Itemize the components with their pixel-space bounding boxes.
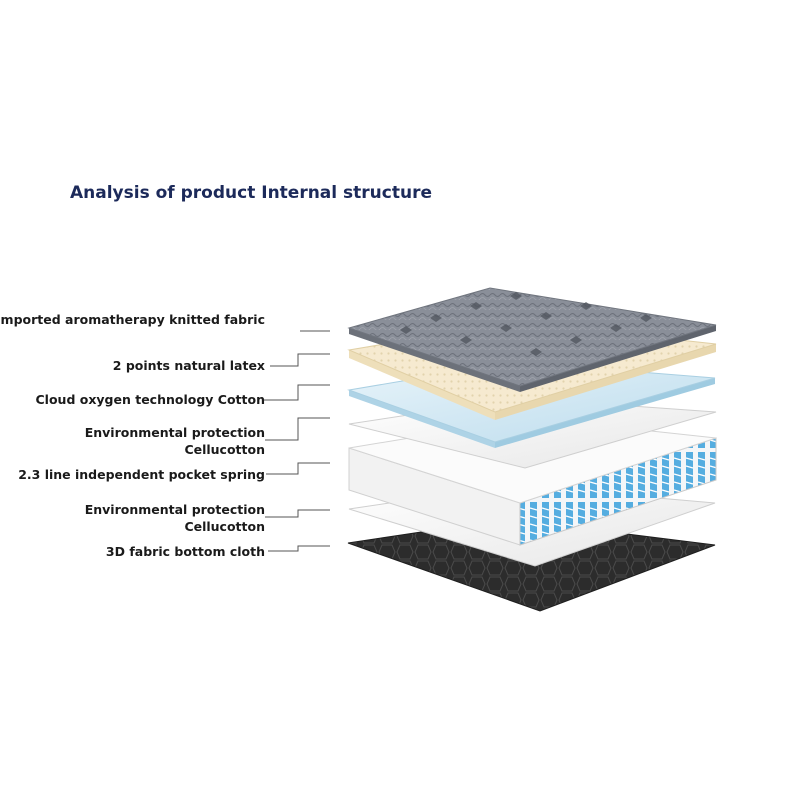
quilt-tufts — [400, 292, 652, 356]
label-line: 3D fabric bottom cloth — [105, 544, 265, 559]
label-pocket-spring: 2.3 line independent pocket spring — [0, 466, 265, 483]
layer-knitted-fabric — [347, 287, 717, 392]
label-bottom-cloth: 3D fabric bottom cloth — [0, 543, 265, 560]
label-line: 2 points natural latex — [112, 358, 265, 373]
leader-lines — [264, 330, 330, 552]
label-line: Cellucotton — [184, 442, 265, 457]
leader-line-cellucotton-bottom — [265, 509, 330, 518]
leader-line-cellucotton-top — [265, 417, 330, 441]
label-cellucotton-top: Environmental protection Cellucotton — [0, 424, 265, 458]
label-line: Environmental protection — [84, 425, 265, 440]
label-line: Cellucotton — [184, 519, 265, 534]
label-natural-latex: 2 points natural latex — [0, 357, 265, 374]
label-line: Cloud oxygen technology Cotton — [35, 392, 266, 407]
label-knitted-fabric: Imported aromatherapy knitted fabric — [0, 311, 265, 328]
label-line: 2.3 line independent pocket spring — [18, 467, 265, 482]
label-line: Imported aromatherapy knitted fabric — [0, 312, 265, 327]
label-cloud-cotton: Cloud oxygen technology Cotton — [0, 391, 266, 408]
leader-line-spring — [266, 462, 330, 475]
label-line: Environmental protection — [84, 502, 265, 517]
leader-line-latex — [270, 353, 330, 367]
page-title: Analysis of product Internal structure — [70, 183, 432, 203]
leader-line-cotton — [264, 384, 330, 401]
label-cellucotton-bottom: Environmental protection Cellucotton — [0, 501, 265, 535]
leader-line-bottom-cloth — [268, 545, 330, 552]
